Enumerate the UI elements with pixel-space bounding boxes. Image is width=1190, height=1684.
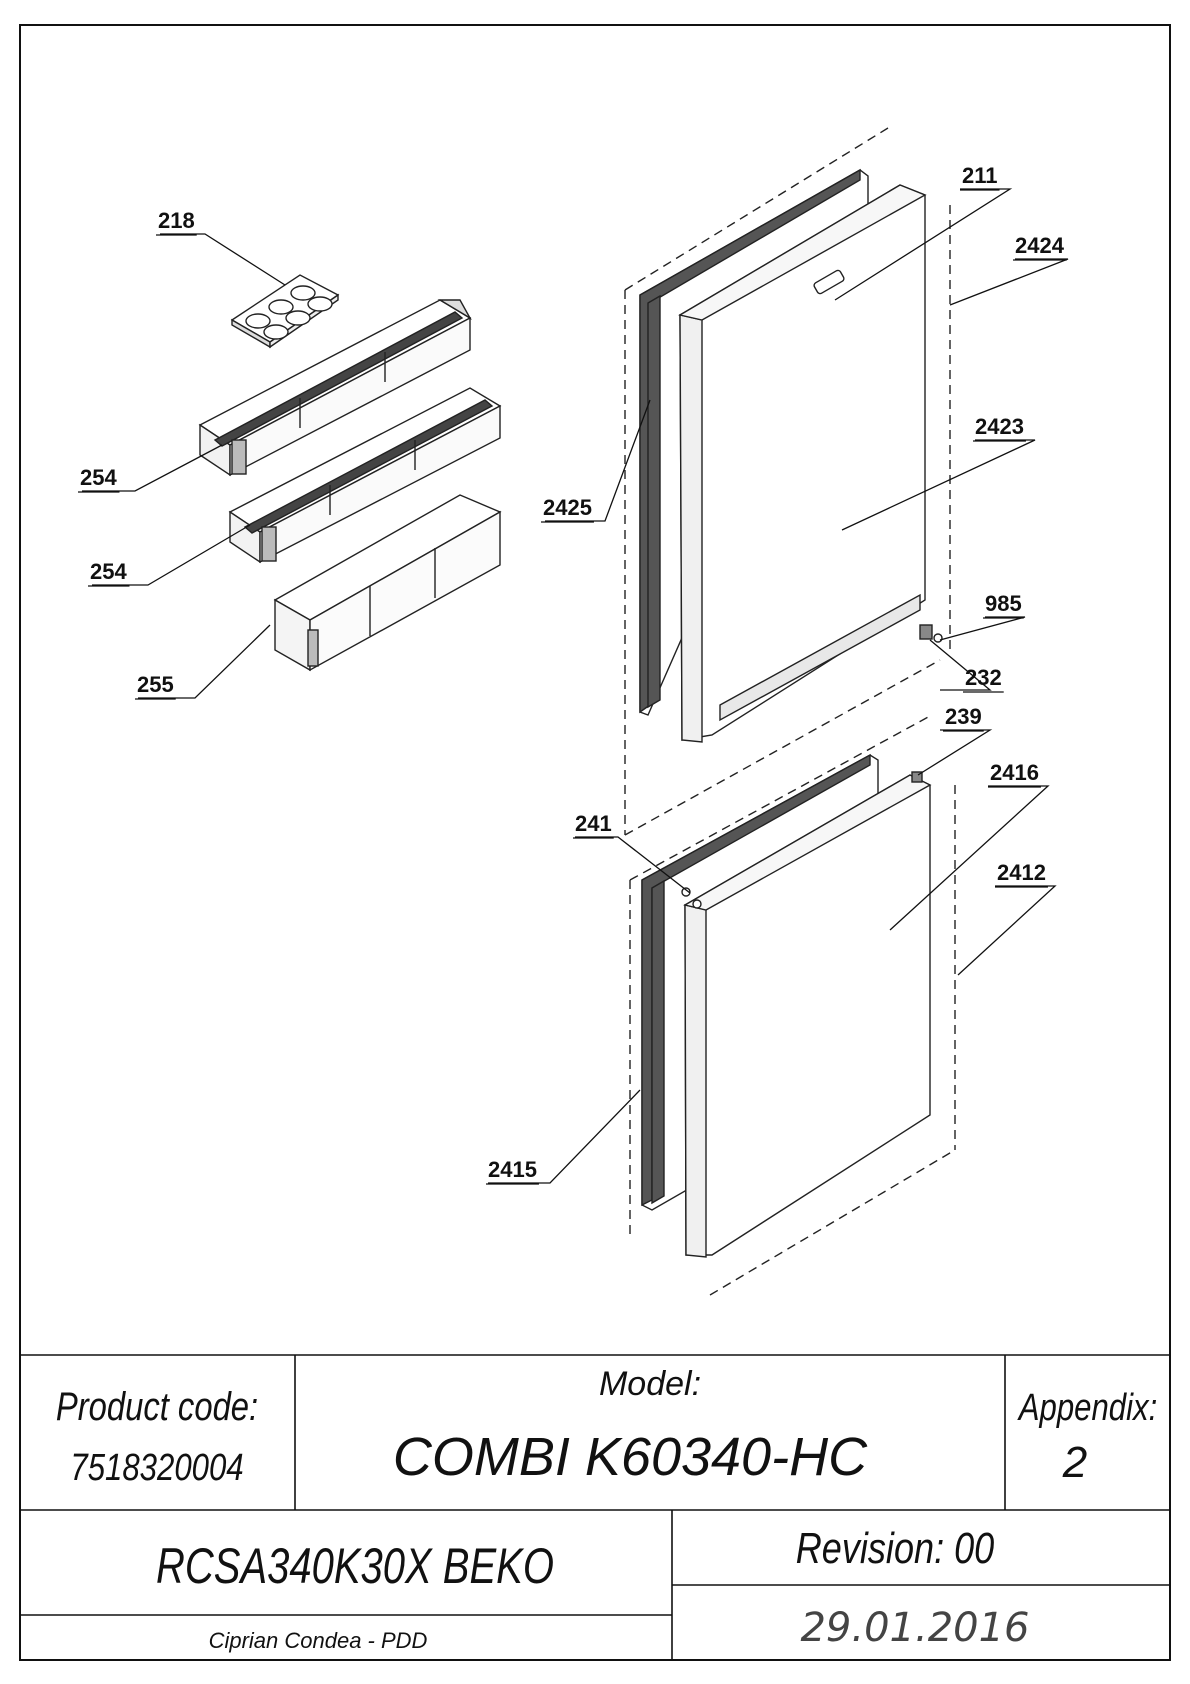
door-shelf-lower-drawing bbox=[228, 387, 502, 564]
callout-2423: 2423 bbox=[975, 414, 1024, 439]
callout-232: 232 bbox=[965, 665, 1002, 690]
sheet-border bbox=[19, 24, 1171, 1661]
product-name: RCSA340K30X BEKO bbox=[156, 1538, 554, 1594]
egg-tray-drawing bbox=[230, 274, 340, 349]
callout-239: 239 bbox=[945, 704, 982, 729]
title-block bbox=[20, 1354, 1170, 1660]
callout-218: 218 bbox=[158, 208, 195, 233]
bottle-shelf-drawing bbox=[273, 494, 502, 672]
callout-2424: 2424 bbox=[1015, 233, 1065, 258]
callout-254-upper: 254 bbox=[80, 465, 117, 490]
callout-985: 985 bbox=[985, 591, 1022, 616]
door-shelf-upper-drawing bbox=[198, 299, 472, 477]
product-code-value: 7518320004 bbox=[70, 1447, 243, 1489]
model-label: Model: bbox=[599, 1365, 701, 1403]
leader-lines bbox=[82, 188, 1069, 1184]
callout-211: 211 bbox=[962, 163, 998, 188]
callout-254-lower: 254 bbox=[90, 559, 127, 584]
revision: Revision: 00 bbox=[796, 1524, 995, 1573]
appendix-value: 2 bbox=[1062, 1438, 1087, 1487]
appendix-label: Appendix: bbox=[1017, 1387, 1157, 1429]
callout-2425: 2425 bbox=[543, 495, 592, 520]
product-code-label: Product code: bbox=[56, 1384, 258, 1429]
author: Ciprian Condea - PDD bbox=[209, 1628, 428, 1653]
title-block-text: Product code: 7518320004 Model: COMBI K6… bbox=[56, 1365, 1157, 1653]
callout-2415: 2415 bbox=[488, 1157, 537, 1182]
date: 29.01.2016 bbox=[800, 1605, 1029, 1651]
upper-door-drawing bbox=[624, 127, 951, 836]
callout-2416: 2416 bbox=[990, 760, 1039, 785]
callout-labels: 218 254 254 255 211 2424 2423 2425 985 2… bbox=[78, 163, 1067, 1185]
lower-door-drawing bbox=[629, 715, 956, 1296]
model-value: COMBI K60340-HC bbox=[393, 1427, 868, 1487]
callout-2412: 2412 bbox=[997, 860, 1046, 885]
callout-255: 255 bbox=[137, 672, 174, 697]
callout-241: 241 bbox=[575, 811, 612, 836]
